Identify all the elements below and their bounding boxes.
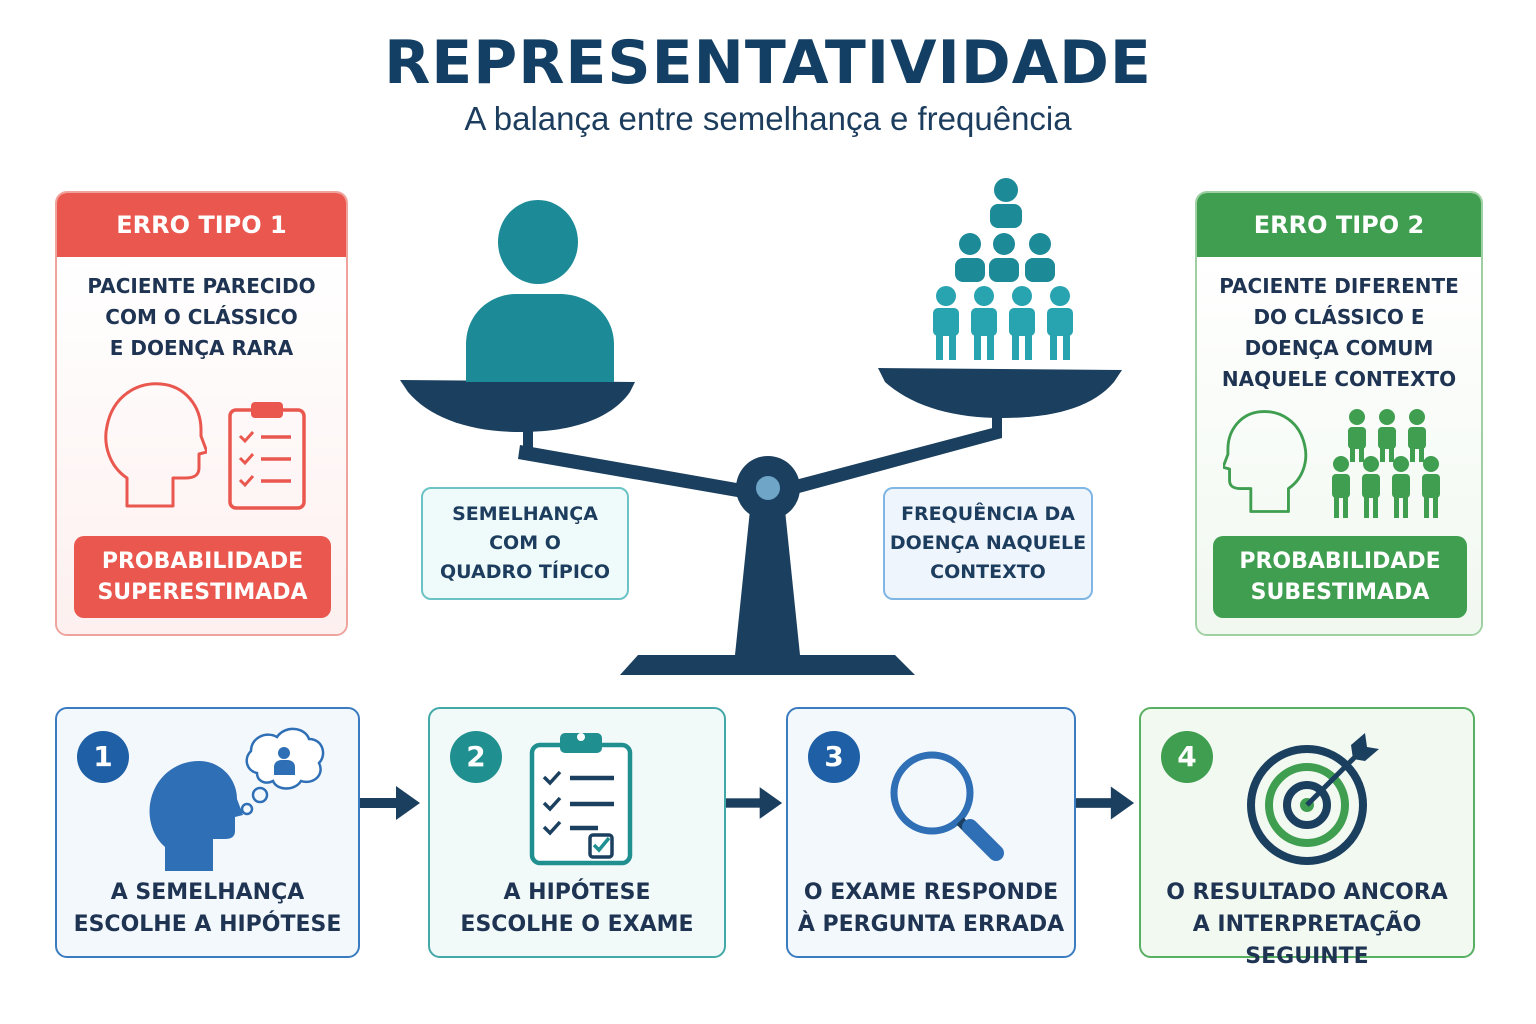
result-line: PROBABILIDADE [1239,549,1441,574]
step-line: ESCOLHE A HIPÓTESE [73,912,342,937]
step-line: ESCOLHE O EXAME [460,912,694,937]
result-badge-overestimated: PROBABILIDADE SUPERESTIMADA [74,536,331,618]
scale-beam [518,426,1002,502]
page-subtitle: A balança entre semelhança e frequência [464,100,1072,137]
label-line: COM O [489,532,561,554]
label-line: CONTEXTO [930,561,1046,583]
step-number-badge: 4 [1161,731,1213,783]
scale-pillar [735,510,800,655]
result-line: PROBABILIDADE [101,549,304,574]
error-card-heading: ERRO TIPO 1 [57,193,346,257]
error-line: COM O CLÁSSICO [105,305,298,329]
label-line: DOENÇA NAQUELE [889,532,1087,554]
head-thought-bubble-icon [149,727,325,871]
flow-arrow-icon [360,786,420,820]
clipboard-checklist-icon [228,402,306,510]
result-badge-underestimated: PROBABILIDADE SUBESTIMADA [1213,536,1467,618]
head-icon [104,382,207,508]
similarity-label: SEMELHANÇA COM O QUADRO TÍPICO [421,487,629,600]
frequency-label: FREQUÊNCIA DA DOENÇA NAQUELE CONTEXTO [883,487,1093,600]
flow-arrow-icon [1076,786,1135,820]
clipboard-icon [529,733,633,866]
label-line: QUADRO TÍPICO [440,561,610,583]
error-line: NAQUELE CONTEXTO [1221,367,1457,391]
step-number-badge: 3 [808,731,860,783]
step-description: O RESULTADO ANCORA A INTERPRETAÇÃO SEGUI… [1141,877,1473,973]
magnifier-icon [890,751,1004,861]
scale-base [620,655,915,675]
error-card-heading: ERRO TIPO 2 [1197,193,1481,257]
step-card-3: 3 O EXAME RESPONDE À PERGUNTA ERRADA [786,707,1076,958]
step-number-badge: 2 [450,731,502,783]
step-description: A SEMELHANÇA ESCOLHE A HIPÓTESE [57,877,358,941]
error-line: DO CLÁSSICO E [1253,305,1425,329]
step-line: A INTERPRETAÇÃO SEGUINTE [1192,912,1422,969]
step-line: À PERGUNTA ERRADA [797,912,1065,937]
flow-arrow-icon [726,787,783,819]
right-hanger [992,398,1002,438]
right-pan [878,368,1122,418]
error-card-description: PACIENTE PARECIDO COM O CLÁSSICO E DOENÇ… [57,271,346,364]
error-card-type-1: ERRO TIPO 1 PACIENTE PARECIDO COM O CLÁS… [55,191,348,636]
single-person-icon [466,200,614,382]
step-card-2: 2 A HIPÓTESE ESCOLHE O EXAME [428,707,726,958]
step-number-badge: 1 [77,731,129,783]
label-line: FREQUÊNCIA DA [901,503,1075,525]
left-pan [400,380,635,432]
step-line: A HIPÓTESE [503,880,651,905]
head-icon [1223,410,1308,513]
step-card-4: 4 O RESULTADO ANCORA A INTERPRETAÇÃO SEG… [1139,707,1475,969]
step-line: O EXAME RESPONDE [803,880,1059,905]
crowd-icon [1332,409,1440,518]
step-description: A HIPÓTESE ESCOLHE O EXAME [430,877,724,941]
result-line: SUBESTIMADA [1250,580,1430,605]
people-group-icon [955,178,1055,282]
error-line: DOENÇA COMUM [1244,336,1434,360]
page-title: REPRESENTATIVIDADE [384,28,1152,98]
result-line: SUPERESTIMADA [97,580,308,605]
error-card-type-2: ERRO TIPO 2 PACIENTE DIFERENTE DO CLÁSSI… [1195,191,1483,636]
left-hanger [523,420,533,460]
error-line: PACIENTE PARECIDO [87,274,316,298]
step-line: A SEMELHANÇA [110,880,305,905]
balance-scale-illustration [400,178,1122,675]
error-line: PACIENTE DIFERENTE [1219,274,1459,298]
target-icon [1247,733,1379,865]
step-card-1: 1 A SEMELHANÇA ESCOLHE A HIPÓTESE [55,707,360,958]
label-line: SEMELHANÇA [452,503,598,525]
step-line: O RESULTADO ANCORA [1166,880,1448,905]
error-line: E DOENÇA RARA [109,336,294,360]
error-card-description: PACIENTE DIFERENTE DO CLÁSSICO E DOENÇA … [1197,271,1481,395]
step-description: O EXAME RESPONDE À PERGUNTA ERRADA [788,877,1074,941]
